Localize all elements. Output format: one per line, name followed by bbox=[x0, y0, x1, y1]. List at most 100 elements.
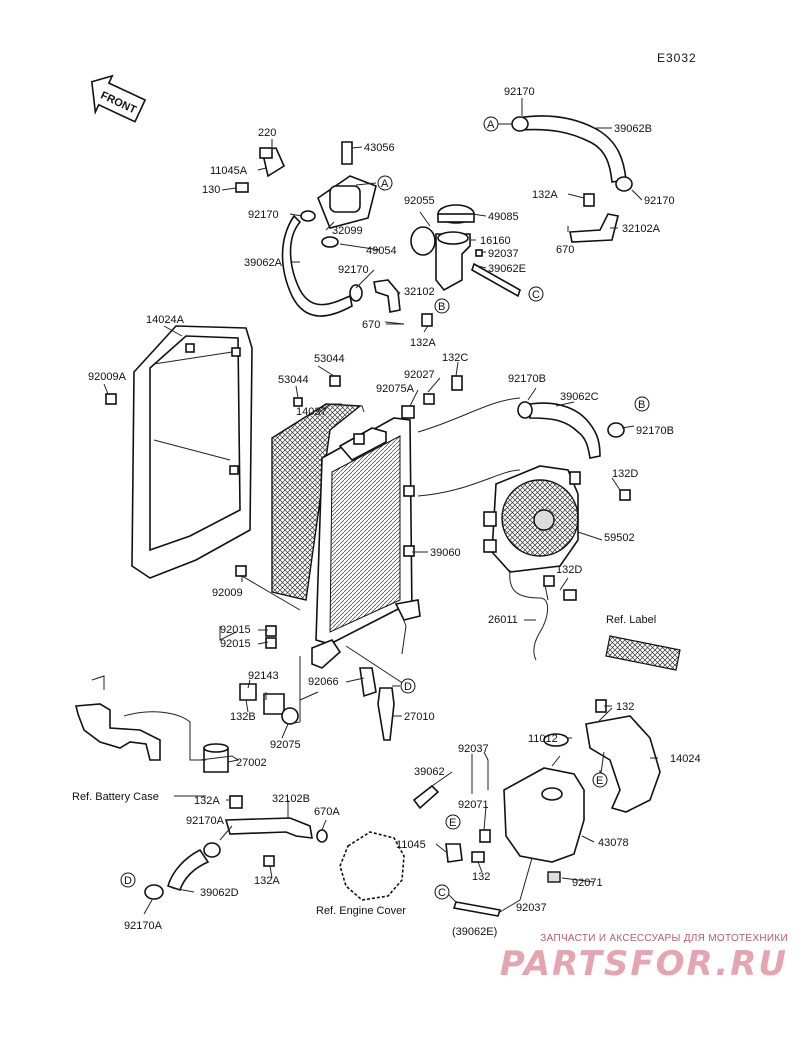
part-labels: 220 11045A 130 92170 43056 32099 49054 9… bbox=[88, 86, 701, 938]
label-92143: 92143 bbox=[248, 670, 279, 682]
label-92170-c: 92170 bbox=[644, 195, 675, 207]
label-92075a: 92075A bbox=[376, 383, 415, 395]
leader-lines bbox=[103, 98, 658, 915]
marker-d-2: D bbox=[120, 872, 136, 888]
label-32102a: 32102A bbox=[622, 223, 661, 235]
label-43056: 43056 bbox=[364, 142, 395, 154]
ref-label-text: Ref. Label bbox=[606, 614, 656, 626]
svg-text:A: A bbox=[487, 119, 495, 131]
label-32099: 32099 bbox=[332, 225, 363, 237]
front-arrow-icon: FRONT bbox=[90, 74, 147, 123]
label-26011: 26011 bbox=[488, 614, 518, 626]
label-220: 220 bbox=[258, 127, 276, 139]
marker-a-1: A bbox=[377, 175, 393, 191]
marker-a-2: A bbox=[483, 116, 499, 132]
label-132d-a: 132D bbox=[612, 468, 638, 480]
hose-39062d-drawing bbox=[167, 848, 210, 892]
svg-text:A: A bbox=[381, 178, 389, 190]
label-92027: 92027 bbox=[404, 369, 435, 381]
label-39062: 39062 bbox=[414, 766, 445, 778]
label-132-a: 132 bbox=[616, 701, 634, 713]
label-53044-a: 53044 bbox=[314, 353, 345, 365]
label-16160: 16160 bbox=[480, 235, 511, 247]
label-130: 130 bbox=[202, 184, 220, 196]
pipe-32102a-drawing bbox=[569, 213, 619, 243]
label-14024a: 14024A bbox=[146, 314, 185, 326]
radiator-guard-14024a-drawing bbox=[131, 325, 253, 579]
label-39062e: 39062E bbox=[488, 263, 526, 275]
label-49054: 49054 bbox=[366, 245, 397, 257]
label-670-a: 670 bbox=[362, 319, 380, 331]
reservoir-tank-43078-drawing bbox=[471, 733, 585, 883]
pipe-32102-drawing bbox=[373, 279, 401, 313]
label-132d-b: 132D bbox=[556, 564, 582, 576]
label-92170-top: 92170 bbox=[504, 86, 535, 98]
svg-text:E: E bbox=[449, 817, 456, 829]
label-132a-d: 132A bbox=[254, 875, 280, 887]
svg-text:C: C bbox=[532, 289, 540, 301]
label-92075: 92075 bbox=[270, 739, 301, 751]
label-92170-a: 92170 bbox=[248, 209, 279, 221]
label-11045: 11045 bbox=[396, 839, 426, 851]
svg-text:B: B bbox=[438, 301, 445, 313]
fan-59502-drawing bbox=[483, 465, 581, 573]
diagram-code: E3032 bbox=[657, 51, 697, 65]
label-92037-c: 92037 bbox=[516, 902, 547, 914]
svg-text:C: C bbox=[438, 887, 446, 899]
label-670a: 670A bbox=[314, 806, 340, 818]
label-132a-b: 132A bbox=[532, 189, 558, 201]
label-39062d: 39062D bbox=[200, 887, 239, 899]
label-132a-a: 132A bbox=[410, 337, 436, 349]
fan-wire-drawing bbox=[509, 569, 548, 661]
svg-text:E: E bbox=[596, 775, 603, 787]
label-132b: 132B bbox=[230, 711, 256, 723]
marker-c-2: C bbox=[434, 884, 450, 900]
radiator-39060-drawing bbox=[311, 417, 421, 669]
label-14037: 14037 bbox=[296, 406, 327, 418]
hose-39062-drawing bbox=[412, 784, 440, 810]
svg-text:D: D bbox=[404, 681, 412, 693]
switch-27010-drawing bbox=[377, 687, 395, 741]
label-92071-b: 92071 bbox=[572, 877, 603, 889]
label-92071-a: 92071 bbox=[458, 799, 489, 811]
side-cover-14024-drawing bbox=[585, 715, 661, 813]
label-132-b: 132 bbox=[472, 871, 490, 883]
label-27002: 27002 bbox=[236, 757, 267, 769]
label-92015-b: 92015 bbox=[220, 638, 251, 650]
label-27010: 27010 bbox=[404, 711, 435, 723]
battery-case-bracket-drawing bbox=[74, 703, 161, 761]
hose-39062c-drawing bbox=[529, 402, 601, 459]
label-92170b-a: 92170B bbox=[508, 373, 546, 385]
watermark-logo: PARTSFOR.RU bbox=[499, 944, 788, 984]
thermostat-housing-drawing bbox=[235, 141, 377, 248]
marker-b-2: B bbox=[634, 396, 650, 412]
label-11012: 11012 bbox=[528, 733, 558, 745]
label-11045a: 11045A bbox=[210, 165, 248, 177]
label-39062e-paren: (39062E) bbox=[452, 926, 497, 938]
label-43078: 43078 bbox=[598, 837, 629, 849]
label-92170-b: 92170 bbox=[338, 264, 369, 276]
label-39062b: 39062B bbox=[614, 123, 652, 135]
hose-39062b-drawing bbox=[517, 115, 627, 183]
label-92170b-b: 92170B bbox=[636, 425, 674, 437]
marker-d-1: D bbox=[400, 678, 416, 694]
label-92170a-b: 92170A bbox=[124, 920, 163, 932]
svg-text:D: D bbox=[124, 875, 132, 887]
label-92055: 92055 bbox=[404, 195, 435, 207]
watermark-tagline: ЗАПЧАСТИ И АКСЕССУАРЫ ДЛЯ МОТОТЕХНИКИ bbox=[540, 933, 788, 944]
ref-engine-cover-text: Ref. Engine Cover bbox=[316, 905, 406, 917]
label-59502: 59502 bbox=[604, 532, 635, 544]
label-49085: 49085 bbox=[488, 211, 519, 223]
label-92015-a: 92015 bbox=[220, 624, 251, 636]
pipe-32102b-drawing bbox=[224, 817, 313, 839]
label-32102b: 32102B bbox=[272, 793, 310, 805]
label-14024: 14024 bbox=[670, 753, 701, 765]
ref-label-plate-drawing bbox=[605, 635, 681, 671]
marker-e-1: E bbox=[445, 814, 461, 830]
marker-e-2: E bbox=[592, 772, 608, 788]
label-92066: 92066 bbox=[308, 676, 339, 688]
hose-39062a-drawing bbox=[281, 214, 353, 317]
label-53044-b: 53044 bbox=[278, 374, 309, 386]
marker-b-1: B bbox=[434, 298, 450, 314]
